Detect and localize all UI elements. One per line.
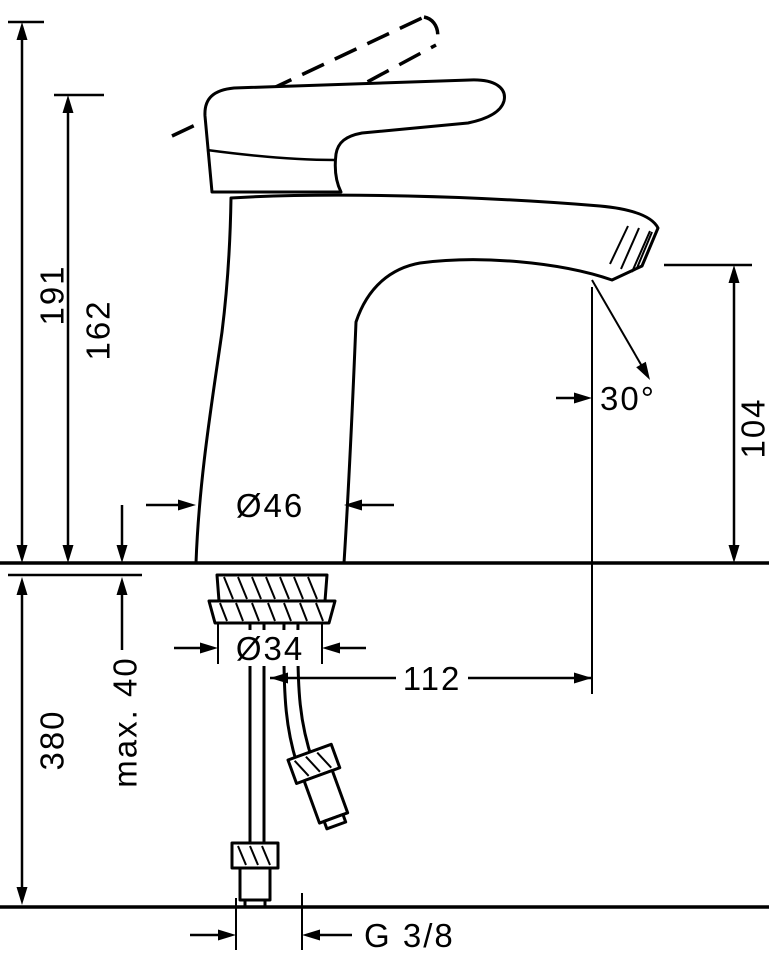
arrowhead-down: [62, 545, 74, 563]
thread-hatch-line: [293, 576, 304, 600]
connector-hatch-line: [261, 845, 271, 866]
nut-hatch-line: [267, 602, 276, 622]
connector-hatch-line: [293, 760, 310, 777]
connector-hatch-line: [237, 845, 247, 866]
arrowhead-up: [16, 577, 28, 595]
thread-hatch-line: [223, 576, 234, 600]
aerator-hatch-line: [631, 230, 651, 273]
arrowhead-up: [62, 95, 74, 113]
dim-label-spout-height: 104: [735, 397, 769, 458]
dim-label-connection-thread: G 3/8: [364, 917, 455, 954]
dimension-spray-angle: 30°: [556, 279, 656, 417]
arrowhead-left: [344, 499, 362, 511]
connector-hatch-line: [316, 751, 332, 769]
nut-hatch-line: [299, 602, 308, 622]
handle-joint-line: [206, 148, 336, 162]
dim-label-overall-height: 191: [34, 264, 71, 325]
arrowhead-down: [16, 887, 28, 905]
angle-leader-line: [591, 279, 644, 369]
dim-label-spray-angle: 30°: [600, 380, 656, 417]
arrowhead-left: [322, 642, 340, 654]
nut-hatch-line: [315, 602, 324, 622]
arrowhead-right: [200, 642, 218, 654]
hose-connector-angled: [286, 742, 350, 831]
arrowhead-left: [270, 672, 288, 684]
dim-label-hose-length: 380: [34, 709, 71, 770]
label-background: [396, 660, 468, 696]
aerator-hatch-line: [609, 225, 629, 265]
connector-body: [238, 866, 272, 902]
dimension-connection-thread: G 3/8: [190, 893, 455, 954]
aerator-hatch-line: [636, 231, 653, 269]
arrowhead-up: [728, 265, 740, 283]
label-background: [234, 630, 306, 666]
arrowhead-right: [178, 499, 196, 511]
nut-hatch-line: [235, 602, 244, 622]
thread-hatch-line: [265, 576, 276, 600]
dimension-base-diameter: Ø46: [146, 487, 394, 524]
connector-tip: [322, 812, 348, 831]
hose-connector-straight: [230, 841, 280, 909]
arrowhead-up: [16, 22, 28, 40]
faucet-lever-handle: [203, 78, 506, 194]
nut-hatch-line: [283, 602, 292, 622]
dim-label-lever-height: 162: [80, 299, 117, 360]
thread-hatch-line: [307, 576, 318, 600]
thread-hatch-line: [237, 576, 248, 600]
dim-label-max-mounting-thickness: max. 40: [107, 656, 144, 787]
dimension-lever-height: 162: [54, 93, 117, 563]
dimension-hose-length: 380: [16, 577, 71, 905]
arrowhead-right: [574, 392, 592, 404]
arrowhead-down: [728, 545, 740, 563]
arrowhead-down: [16, 545, 28, 563]
connector-hatch-line: [305, 755, 321, 773]
arrowhead-right: [574, 672, 592, 684]
nut-hatch-line: [251, 602, 260, 622]
arrowhead-diagonal: [636, 361, 650, 380]
arrowhead-left: [302, 929, 320, 941]
arrowhead-up: [116, 577, 128, 595]
arrowhead-down: [116, 545, 128, 563]
dim-label-shank-diameter: Ø34: [236, 630, 304, 667]
aerator-hatch-line: [620, 227, 640, 270]
aerator: [609, 225, 653, 273]
faucet-body-outline: [194, 193, 660, 565]
thread-hatch-line: [279, 576, 290, 600]
threaded-shank: [215, 573, 329, 603]
lever-raised-tip: [423, 15, 440, 46]
dimension-overall-height: 191: [8, 20, 71, 563]
dimension-spout-height: 104: [664, 263, 769, 563]
dim-label-base-diameter: Ø46: [236, 487, 304, 524]
dim-label-spout-reach: 112: [403, 660, 462, 697]
dimension-max-mounting-thickness: max. 40: [107, 505, 144, 788]
thread-hatch-line: [251, 576, 262, 600]
dimension-shank-diameter: Ø34: [174, 623, 366, 667]
connector-hatch-line: [249, 845, 259, 866]
nut-hatch-line: [219, 602, 228, 622]
dimension-spout-reach: 112: [270, 287, 593, 697]
arrowhead-right: [218, 929, 236, 941]
mounting-shank: [207, 573, 337, 625]
